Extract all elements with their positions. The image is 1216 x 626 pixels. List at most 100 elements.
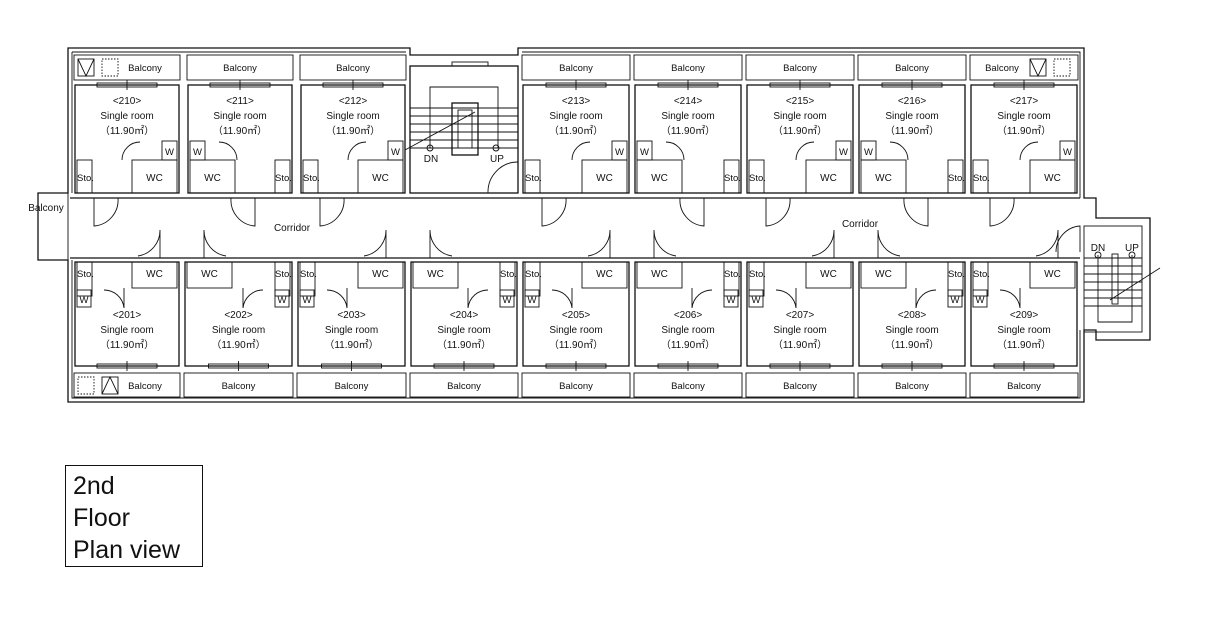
side-balcony [37,192,69,261]
room-door-swing [877,229,901,258]
w-label: W [727,295,736,306]
w-label: W [165,147,174,158]
room-number: <202> [224,310,253,321]
storage-label: Sto. [973,269,990,280]
storage-label: Sto. [500,269,517,280]
balcony-hatch-icon [101,375,119,395]
balcony-hatch-icon [1029,58,1047,77]
room-area: （11.90㎡） [324,339,378,351]
w-box [524,289,540,308]
room-type: Single room [100,325,153,336]
storage-label: Sto. [275,269,292,280]
wc-box [581,159,628,194]
room-door-swing [989,197,1015,227]
balcony-label: Balcony [335,381,369,392]
room-number: <210> [113,96,142,107]
wc-door-swing [889,141,909,161]
storage-box [972,261,989,297]
plan-title-box: 2nd Floor Plan view [65,465,203,567]
w-label: W [976,295,985,306]
storage-box [947,159,964,194]
storage-box [76,159,93,194]
wc-door-swing [551,288,573,309]
w-box [299,289,315,308]
room-area: （11.90㎡） [997,339,1051,351]
w-box [387,140,404,161]
balcony-label: Balcony [671,63,705,74]
room-type: Single room [661,325,714,336]
wc-box [860,159,907,194]
room-number: <206> [674,310,703,321]
storage-box [524,261,541,297]
wc-door-swing [121,141,141,161]
w-label: W [528,295,537,306]
room-area: （11.90㎡） [549,125,603,137]
room-number: <213> [562,96,591,107]
wc-door-swing [775,288,797,309]
wc-box [860,261,907,289]
storage-box [972,159,989,194]
room-number: <214> [674,96,703,107]
wc-label: WC [651,269,668,280]
room-area: （11.90㎡） [437,339,491,351]
w-box [499,289,515,308]
wc-box [636,159,683,194]
room-type: Single room [549,325,602,336]
w-label: W [839,147,848,158]
wc-door-swing [1019,141,1039,161]
balcony-label: Balcony [222,381,256,392]
wc-label: WC [596,173,613,184]
stair-marker [426,144,434,152]
stair-up-label: UP [490,154,504,165]
storage-box [748,261,765,297]
balcony-hatch-icon [101,376,119,395]
storage-label: Sto. [724,173,741,184]
room-area: （11.90㎡） [885,339,939,351]
balcony-label: Balcony [128,381,162,392]
w-box [723,289,739,308]
balcony-label: Balcony [559,381,593,392]
wc-door-swing [665,141,685,161]
balcony [73,372,181,398]
storage-box [748,159,765,194]
storage-box [76,261,93,297]
wc-box [1029,159,1076,194]
room-area: （11.90㎡） [885,125,939,137]
stair-door-swing [487,161,519,194]
room-area: （11.90㎡） [773,339,827,351]
room-area: （11.90㎡） [100,125,154,137]
w-label: W [951,295,960,306]
wc-door-swing [999,288,1021,309]
room-door-swing [587,229,611,258]
stair-up-label: UP [1125,243,1139,254]
wc-box [357,261,404,289]
room-type: Single room [549,111,602,122]
stair-break-line [1109,267,1161,301]
w-box [274,289,290,308]
storage-box [524,159,541,194]
w-label: W [391,147,400,158]
room-type: Single room [997,325,1050,336]
wc-door-swing [571,141,591,161]
storage-label: Sto. [724,269,741,280]
title-floor-number: 2nd [73,472,115,500]
room-type: Single room [885,325,938,336]
w-label: W [303,295,312,306]
room-door-swing [363,229,387,258]
wc-box [189,159,236,194]
stair-well [457,109,473,149]
storage-box [723,261,740,297]
stair-marker [1094,251,1102,259]
room-area: （11.90㎡） [213,125,267,137]
balcony-label: Balcony [336,63,370,74]
room-door-swing [137,229,161,258]
room-door-swing [93,197,119,227]
wc-door-swing [915,288,937,309]
corridor-label: Corridor [274,223,311,234]
stair-down-label: DN [424,154,438,165]
w-box [972,289,988,308]
w-label: W [752,295,761,306]
storage-label: Sto. [973,173,990,184]
balcony [521,372,631,398]
balcony-label: Balcony [783,63,817,74]
